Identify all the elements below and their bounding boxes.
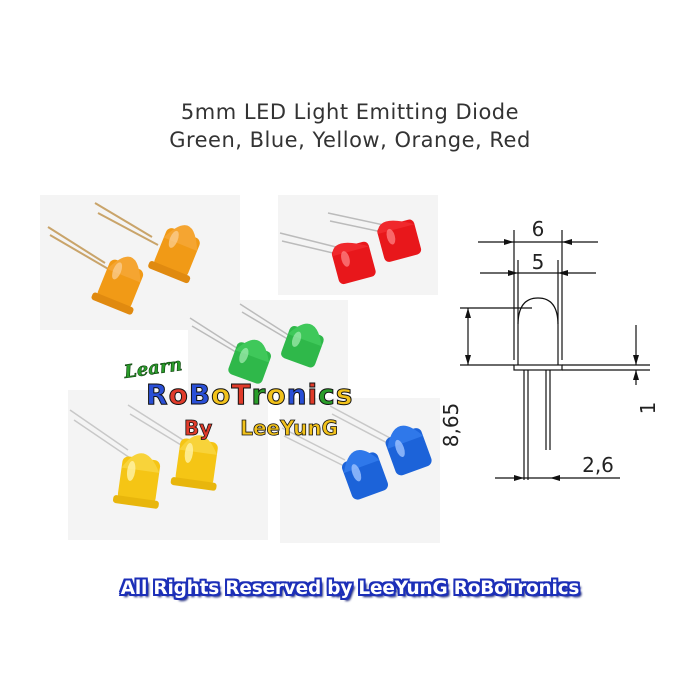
- logo-letter: o: [211, 378, 232, 412]
- logo-letter: R: [146, 378, 169, 412]
- robotronics-logo: Learn RoBoTronics By LeeYunG: [118, 354, 388, 448]
- green-led-photo: [188, 300, 348, 390]
- red-led-photo: [278, 195, 438, 295]
- logo-by-line: By LeeYunG: [184, 416, 339, 441]
- title-line-1: 5mm LED Light Emitting Diode: [180, 100, 520, 124]
- led-body-outline: [517, 297, 559, 365]
- title-line-2: Green, Blue, Yellow, Orange, Red: [169, 128, 531, 152]
- logo-letter: s: [335, 378, 354, 412]
- logo-letter: i: [307, 378, 319, 412]
- logo-robotronics-text: RoBoTronics: [146, 378, 354, 412]
- logo-by-text: By: [184, 416, 213, 441]
- dim-label-6: 6: [532, 217, 545, 241]
- logo-letter: r: [251, 378, 267, 412]
- led-dimension-drawing: 6 5 8,65 1 2,6: [439, 217, 660, 481]
- logo-letter: T: [231, 378, 252, 412]
- green-led-image: [189, 303, 324, 384]
- red-led-image: [279, 212, 422, 285]
- logo-author-text: LeeYunG: [240, 416, 339, 441]
- logo-letter: o: [168, 378, 189, 412]
- copyright-footer: All Rights Reserved by LeeYunG RoBoTroni…: [120, 578, 580, 599]
- led-flange-outline: [513, 364, 563, 371]
- dim-label-2-6: 2,6: [582, 453, 614, 477]
- dim-label-8-65: 8,65: [439, 403, 463, 448]
- logo-letter: B: [188, 378, 212, 412]
- yellow-led-photo: [68, 390, 268, 540]
- logo-letter: n: [286, 378, 308, 412]
- logo-letter: o: [266, 378, 287, 412]
- logo-letter: c: [318, 378, 336, 412]
- dim-label-5: 5: [532, 250, 545, 274]
- blue-led-image: [281, 405, 432, 500]
- dim-label-1: 1: [636, 402, 660, 415]
- blue-led-photo: [280, 398, 440, 543]
- yellow-led-image: [69, 404, 218, 509]
- orange-led-image: [47, 202, 200, 315]
- orange-led-photo: [40, 195, 240, 330]
